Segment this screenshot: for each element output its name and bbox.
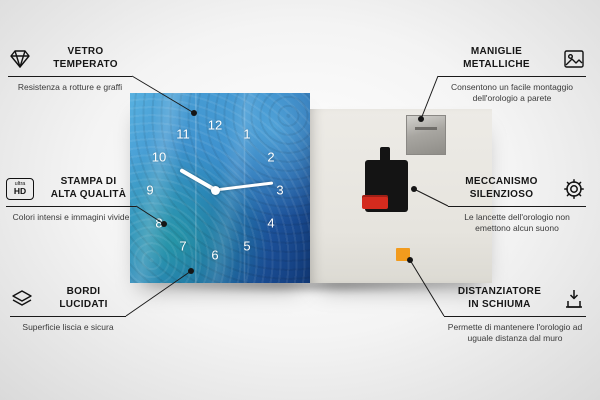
clock-number: 9 [146, 182, 154, 198]
ultra-hd-badge-bottom: HD [13, 186, 27, 196]
clock-number: 7 [179, 238, 187, 254]
callout-title-line: TEMPERATO [53, 58, 118, 70]
callout-stampa-alta-qualita: ultra HD STAMPA DI ALTA QUALITÀ Colori i… [6, 176, 136, 223]
callout-title-line: IN SCHIUMA [468, 298, 531, 310]
callout-description: Le lancette dell'orologio non emettono a… [464, 212, 570, 234]
callout-title: MANIGLIE METALLICHE [438, 46, 555, 71]
callout-vetro-temperato: VETRO TEMPERATO Resistenza a rotture e g… [8, 46, 132, 93]
callout-header: BORDI LUCIDATI [10, 286, 126, 317]
wall-spacer-icon [562, 287, 586, 311]
metal-hanger-plate [406, 115, 446, 155]
callout-title: MECCANISMO SILENZIOSO [448, 176, 555, 201]
clock-number: 4 [267, 215, 275, 231]
clock-mechanism [362, 147, 408, 212]
clock-number: 11 [176, 126, 190, 142]
callout-header: DISTANZIATORE IN SCHIUMA [444, 286, 586, 317]
ultra-hd-icon: ultra HD [6, 177, 34, 200]
callout-meccanismo-silenzioso: MECCANISMO SILENZIOSO Le lancette dell'o… [448, 176, 586, 234]
callout-title-line: BORDI [66, 286, 101, 297]
layers-icon [10, 287, 34, 311]
callout-title-line: MANIGLIE [470, 46, 523, 57]
callout-title-line: MECCANISMO [465, 176, 538, 187]
callout-distanziatore-schiuma: DISTANZIATORE IN SCHIUMA Permette di man… [444, 286, 586, 344]
callout-title-line: ALTA QUALITÀ [50, 188, 127, 200]
callout-title: VETRO TEMPERATO [39, 46, 132, 71]
clock-number: 12 [207, 117, 223, 133]
gear-icon [562, 177, 586, 201]
callout-header: VETRO TEMPERATO [8, 46, 132, 77]
ultra-hd-badge-top: ultra [14, 180, 26, 187]
callout-title-line: DISTANZIATORE [457, 286, 542, 297]
callout-title: BORDI LUCIDATI [41, 286, 126, 311]
callout-title-line: METALLICHE [463, 58, 530, 70]
picture-frame-icon [562, 47, 586, 71]
clock-number: 8 [155, 215, 163, 231]
callout-title: STAMPA DI ALTA QUALITÀ [41, 176, 136, 201]
clock-number: 3 [276, 182, 284, 198]
diamond-icon [8, 47, 32, 71]
mechanism-hook [380, 147, 390, 161]
clock-number: 5 [243, 238, 251, 254]
callout-header: MANIGLIE METALLICHE [438, 46, 586, 77]
callout-description: Colori intensi e immagini vivide [12, 212, 130, 222]
callout-description: Permette di mantenere l'orologio ad ugua… [447, 322, 583, 344]
clock-minute-hand [214, 181, 273, 192]
clock-number: 2 [267, 149, 275, 165]
callout-bordi-lucidati: BORDI LUCIDATI Superficie liscia e sicur… [10, 286, 126, 333]
clock-back-view [310, 109, 492, 283]
callout-maniglie-metalliche: MANIGLIE METALLICHE Consentono un facile… [438, 46, 586, 104]
callout-title-line: LUCIDATI [59, 298, 108, 310]
callout-description: Superficie liscia e sicura [22, 322, 114, 332]
callout-header: MECCANISMO SILENZIOSO [448, 176, 586, 207]
callout-title-line: VETRO [67, 46, 104, 57]
clock-number: 10 [151, 149, 167, 165]
clock-number: 6 [211, 247, 219, 263]
foam-spacer [396, 248, 410, 261]
battery [362, 195, 388, 209]
callout-title-line: SILENZIOSO [469, 188, 534, 200]
callout-header: ultra HD STAMPA DI ALTA QUALITÀ [6, 176, 136, 207]
clock-front-view: 12 1 2 3 4 5 6 7 8 9 10 11 [130, 93, 310, 283]
callout-title: DISTANZIATORE IN SCHIUMA [444, 286, 555, 311]
callout-title-line: STAMPA DI [60, 176, 117, 187]
callout-description: Consentono un facile montaggio dell'orol… [451, 82, 573, 104]
clock-number: 1 [243, 126, 251, 142]
callout-description: Resistenza a rotture e graffi [17, 82, 123, 92]
clock-center-cap [210, 185, 220, 195]
